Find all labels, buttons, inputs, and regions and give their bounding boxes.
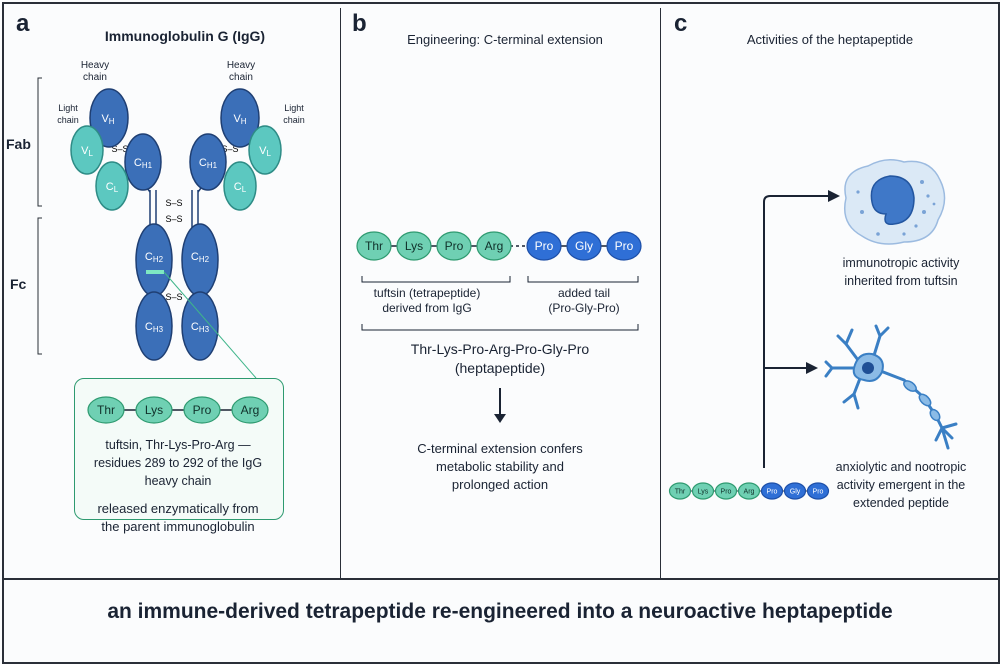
heptapeptide-caption: Thr-Lys-Pro-Arg-Pro-Gly-Pro (heptapeptid…: [410, 341, 590, 376]
heptapeptide-construction: Thr Lys Pro Arg Pro Gly Pro: [356, 231, 642, 331]
cl-label-left: CL: [106, 181, 119, 194]
immunotropic-caption: immunotropic activity inherited from tuf…: [842, 256, 960, 288]
tuftsin-residue-thr-label: Thr: [97, 403, 115, 417]
heavy-chain-label-right: Heavy chain: [226, 60, 256, 83]
tetra-residue-lys-label: Lys: [405, 239, 423, 253]
tetra-residue-arg-label: Arg: [485, 239, 504, 253]
hepta-residue-6-label: Pro: [813, 488, 824, 495]
vh-domain-right: [220, 88, 260, 148]
fc-disulfide: S–S: [165, 292, 182, 302]
cl-domain-left: [95, 161, 129, 211]
neuroactive-caption: anxiolytic and nootropic activity emerge…: [835, 460, 967, 510]
hepta-residue-6-node: [806, 482, 830, 500]
immune-cell-icon: [844, 159, 946, 245]
light-chain-label-left: Light chain: [57, 103, 79, 125]
tail-residue-pro-node: [526, 231, 562, 261]
tetra-residue-thr-label: Thr: [365, 239, 383, 253]
activity-arrows: [763, 190, 840, 468]
neuron-icon: [824, 324, 958, 450]
ch2-label-left: CH2: [145, 251, 164, 264]
vh-label-left: VH: [101, 113, 114, 126]
tetra-residue-pro-label: Pro: [445, 239, 464, 253]
tetra-residue-thr-node: [356, 231, 392, 261]
heavy-chain-label-left: Heavy chain: [80, 60, 110, 83]
tuftsin-residue-lys-node: [135, 396, 173, 424]
hepta-residue-0-label: Thr: [675, 488, 686, 495]
tail-residue-pro-label: Pro: [615, 239, 634, 253]
hepta-residue-4-node: [760, 482, 784, 500]
vl-label-left: VL: [81, 145, 93, 158]
panel-a-letter: a: [16, 10, 30, 37]
panel-b-title: Engineering: C-terminal extension: [407, 32, 603, 47]
panel-c-title: Activities of the heptapeptide: [746, 32, 914, 47]
tuftsin-chain-a: Thr Lys Pro Arg: [87, 396, 269, 424]
tuftsin-box-caption: tuftsin, Thr-Lys-Pro-Arg — residues 289 …: [93, 438, 263, 488]
vl-domain-right: [248, 125, 282, 175]
ch3-domain-right: [181, 291, 219, 361]
tail-residue-pro-node: [606, 231, 642, 261]
light-chain-label-right: Light chain: [283, 103, 305, 125]
heptapeptide-chain-c: Thr Lys Pro Arg Pro Gly Pro: [668, 482, 830, 500]
tetrapeptide-caption: tuftsin (tetrapeptide) derived from IgG: [373, 286, 481, 315]
hepta-residue-5-label: Gly: [790, 488, 801, 495]
cl-label-right: CL: [234, 181, 247, 194]
vl-label-right: VL: [259, 145, 271, 158]
panel-c-letter: c: [674, 10, 688, 37]
hepta-residue-2-node: [714, 482, 738, 500]
tuftsin-residue-arg-label: Arg: [241, 403, 260, 417]
vh-domain-left: [89, 88, 129, 148]
panel-divider-ab: [340, 8, 341, 578]
fab-label: Fab: [6, 136, 31, 152]
hepta-residue-1-node: [691, 482, 715, 500]
tail-caption: added tail (Pro-Gly-Pro): [548, 286, 620, 315]
ch1-label-right: CH1: [199, 157, 218, 170]
vh-label-right: VH: [233, 113, 246, 126]
bottom-caption: an immune-derived tetrapeptide re-engine…: [107, 600, 893, 623]
ch3-label-right: CH3: [191, 321, 210, 334]
result-caption: C-terminal extension confers metabolic s…: [417, 441, 583, 492]
down-arrow: [494, 388, 506, 423]
ch2-label-right: CH2: [191, 251, 210, 264]
fab-bracket: [37, 77, 42, 207]
tuftsin-residue-lys-label: Lys: [145, 403, 163, 417]
light-heavy-disulfide-left: S–S: [111, 144, 128, 154]
hepta-residue-0-node: [668, 482, 692, 500]
ch1-domain-right: [189, 133, 227, 191]
ch3-label-left: CH3: [145, 321, 164, 334]
hepta-residue-3-node: [737, 482, 761, 500]
tuftsin-residue-thr-node: [87, 396, 125, 424]
cl-domain-right: [223, 161, 257, 211]
hepta-residue-2-label: Pro: [721, 488, 732, 495]
panel-a-title: Immunoglobulin G (IgG): [104, 28, 266, 44]
caption-divider: [2, 578, 998, 580]
hepta-residue-5-node: [783, 482, 807, 500]
ch1-domain-left: [124, 133, 162, 191]
ch1-label-left: CH1: [134, 157, 153, 170]
fc-bracket: [37, 217, 42, 355]
panel-b-letter: b: [352, 10, 367, 37]
igg-antibody-diagram: S–S S–S S–S S–S S–S VH VH CH1 CH1 VL VL …: [37, 77, 282, 379]
tail-residue-gly-node: [566, 231, 602, 261]
tail-residue-gly-label: Gly: [575, 239, 593, 253]
tuftsin-residue-pro-label: Pro: [193, 403, 212, 417]
tetra-residue-arg-node: [476, 231, 512, 261]
vl-domain-left: [70, 125, 104, 175]
light-heavy-disulfide-right: S–S: [221, 144, 238, 154]
tuftsin-site-marker: [146, 270, 164, 274]
hinge-disulfide-2: S–S: [165, 214, 182, 224]
tetra-residue-pro-node: [436, 231, 472, 261]
hepta-residue-3-label: Arg: [744, 488, 755, 495]
hepta-residue-1-label: Lys: [698, 488, 709, 495]
tuftsin-residue-arg-node: [231, 396, 269, 424]
tail-residue-pro-label: Pro: [535, 239, 554, 253]
tetra-residue-lys-node: [396, 231, 432, 261]
hepta-residue-4-label: Pro: [767, 488, 778, 495]
tuftsin-residue-pro-node: [183, 396, 221, 424]
fc-label: Fc: [10, 276, 27, 292]
release-caption: released enzymatically from the parent i…: [97, 501, 259, 534]
panel-divider-bc: [660, 8, 661, 578]
hinge-disulfide-1: S–S: [165, 198, 182, 208]
ch3-domain-left: [135, 291, 173, 361]
